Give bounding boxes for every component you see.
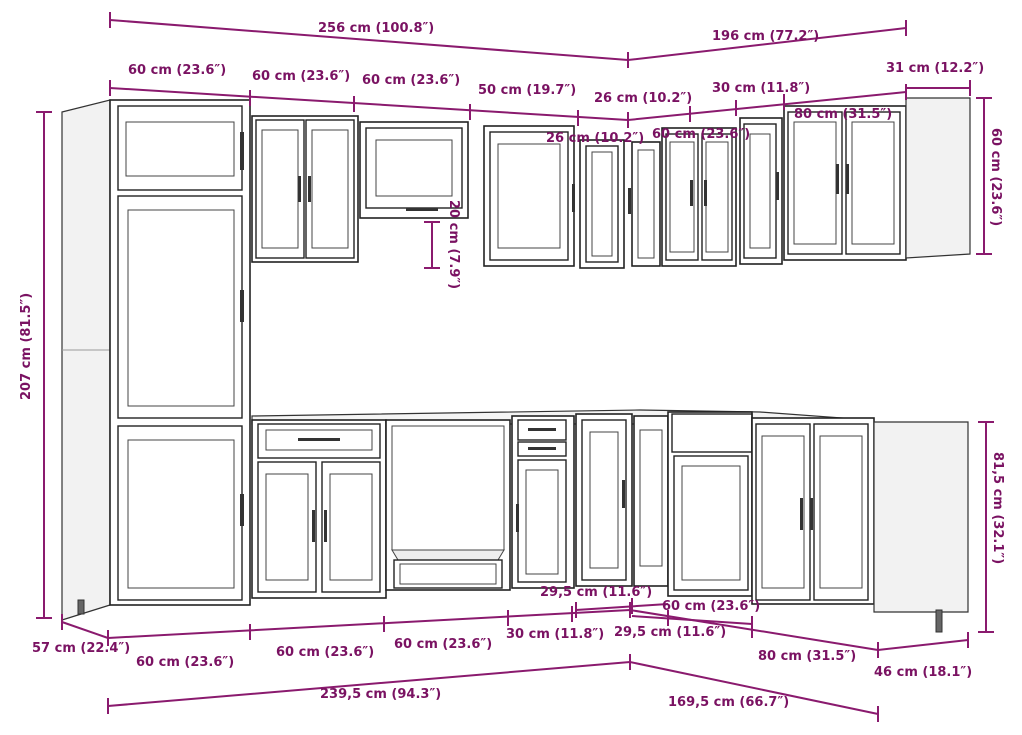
wall-cabinet-7 <box>783 105 907 261</box>
wall-cabinet-4 <box>579 139 625 269</box>
base-end-side <box>873 421 969 613</box>
dim-top-inner-60: 60 cm (23.6″) <box>652 127 750 142</box>
dimension-lines <box>36 12 994 722</box>
dim-top-total-left: 256 cm (100.8″) <box>318 21 434 36</box>
base-corner <box>633 415 669 587</box>
dim-hood-gap: 20 cm (7.9″) <box>446 200 461 289</box>
dim-bottom-w1: 60 cm (23.6″) <box>136 655 234 670</box>
dim-base-height: 81,5 cm (32.1″) <box>990 452 1005 564</box>
dim-base-corner-a: 29,5 cm (11.6″) <box>540 585 652 600</box>
tall-bottom-handle <box>240 494 244 526</box>
dim-bottom-w5: 29,5 cm (11.6″) <box>614 625 726 640</box>
tall-leg <box>77 599 85 615</box>
dim-bottom-w4: 30 cm (11.8″) <box>506 627 604 642</box>
dim-top-w7: 31 cm (12.2″) <box>886 61 984 76</box>
base-cabinet-3 <box>511 415 575 589</box>
tall-cabinet-side <box>61 99 111 621</box>
wall-cabinet-5 <box>661 127 737 267</box>
tall-middle-handle <box>240 290 244 322</box>
dim-top-w5: 26 cm (10.2″) <box>594 91 692 106</box>
wall-cabinet-6 <box>739 117 783 265</box>
dim-bottom-w6: 80 cm (31.5″) <box>758 649 856 664</box>
dim-top-w3: 60 cm (23.6″) <box>362 73 460 88</box>
dim-bottom-depth-right: 46 cm (18.1″) <box>874 665 972 680</box>
dim-top-w1: 60 cm (23.6″) <box>128 63 226 78</box>
sink-cabinet <box>667 411 753 597</box>
tall-cabinet <box>61 99 251 621</box>
wall-cabinet-1 <box>251 115 359 263</box>
dim-top-total-right: 196 cm (77.2″) <box>712 29 819 44</box>
wall-cabinet-3 <box>483 125 575 267</box>
dim-top-w2: 60 cm (23.6″) <box>252 69 350 84</box>
tall-cabinet-body <box>109 99 251 606</box>
oven-cabinet <box>385 419 511 591</box>
dim-bottom-total-right: 169,5 cm (66.7″) <box>668 695 789 710</box>
dim-top-w6: 30 cm (11.8″) <box>712 81 810 96</box>
dim-tall-height: 207 cm (81.5″) <box>19 293 34 400</box>
base-cabinet-1 <box>251 419 387 599</box>
dim-bottom-w3: 60 cm (23.6″) <box>394 637 492 652</box>
dim-bottom-w2: 60 cm (23.6″) <box>276 645 374 660</box>
wall-cabinets <box>251 97 971 269</box>
dim-top-w4: 50 cm (19.7″) <box>478 83 576 98</box>
dim-base-corner-60: 60 cm (23.6″) <box>662 599 760 614</box>
dim-wall-height: 60 cm (23.6″) <box>988 128 1003 226</box>
dim-bottom-total-left: 239,5 cm (94.3″) <box>320 687 441 702</box>
wall-cabinet-corner <box>631 141 661 267</box>
dim-top-inner-26: 26 cm (10.2″) <box>546 131 644 146</box>
wall-end-side <box>905 97 971 259</box>
dim-top-inner-80: 80 cm (31.5″) <box>794 107 892 122</box>
wall-hood-cabinet <box>359 121 469 219</box>
tall-top-handle <box>240 132 244 170</box>
dim-bottom-depth-left: 57 cm (22.4″) <box>32 641 130 656</box>
dimension-labels: 256 cm (100.8″) 196 cm (77.2″) 60 cm (23… <box>19 21 1005 710</box>
base-cabinets <box>251 409 969 633</box>
